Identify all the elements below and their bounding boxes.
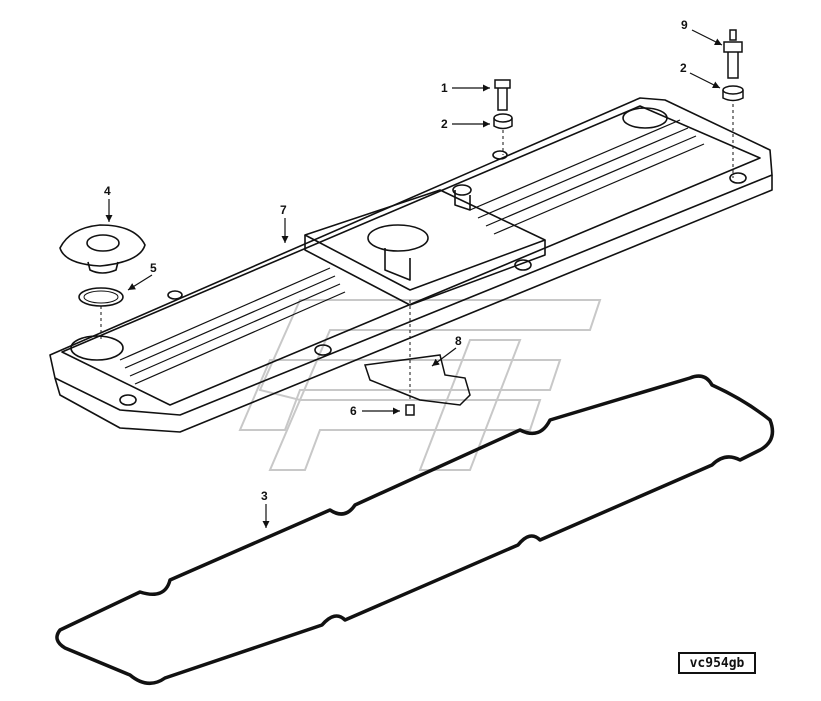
gasket [55,374,775,685]
callout-8: 8 [431,334,462,367]
svg-text:2: 2 [680,61,687,75]
svg-text:4: 4 [104,184,111,198]
watermark-logo [238,299,602,471]
assembly-lines [100,104,734,400]
callout-2-left: 2 [441,117,490,131]
callout-3: 3 [261,489,270,528]
callout-5: 5 [127,261,157,291]
callout-1: 1 [441,81,490,95]
bolt [494,79,511,111]
oil-fill-port [70,335,124,361]
baffle-plate [364,354,471,406]
svg-text:5: 5 [150,261,157,275]
callout-9: 9 [681,18,723,46]
svg-text:9: 9 [681,18,688,32]
svg-text:6: 6 [350,404,357,418]
breather-port [367,224,429,252]
svg-text:1: 1 [441,81,448,95]
callout-4: 4 [104,184,113,222]
svg-text:8: 8 [455,334,462,348]
washer-left [493,113,513,130]
svg-text:3: 3 [261,489,268,503]
callout-6: 6 [350,404,400,418]
rear-boss [622,107,668,129]
reference-code: vc954gb [678,652,756,674]
callout-2-right: 2 [680,61,721,89]
stud [723,29,743,79]
cover-ribs [119,119,705,385]
svg-text:7: 7 [280,203,287,217]
callout-7: 7 [280,203,289,243]
svg-text:2: 2 [441,117,448,131]
oil-filler-cap [59,224,146,274]
valve-cover [49,97,773,433]
washer-right [722,85,744,102]
small-bolt [405,404,415,416]
